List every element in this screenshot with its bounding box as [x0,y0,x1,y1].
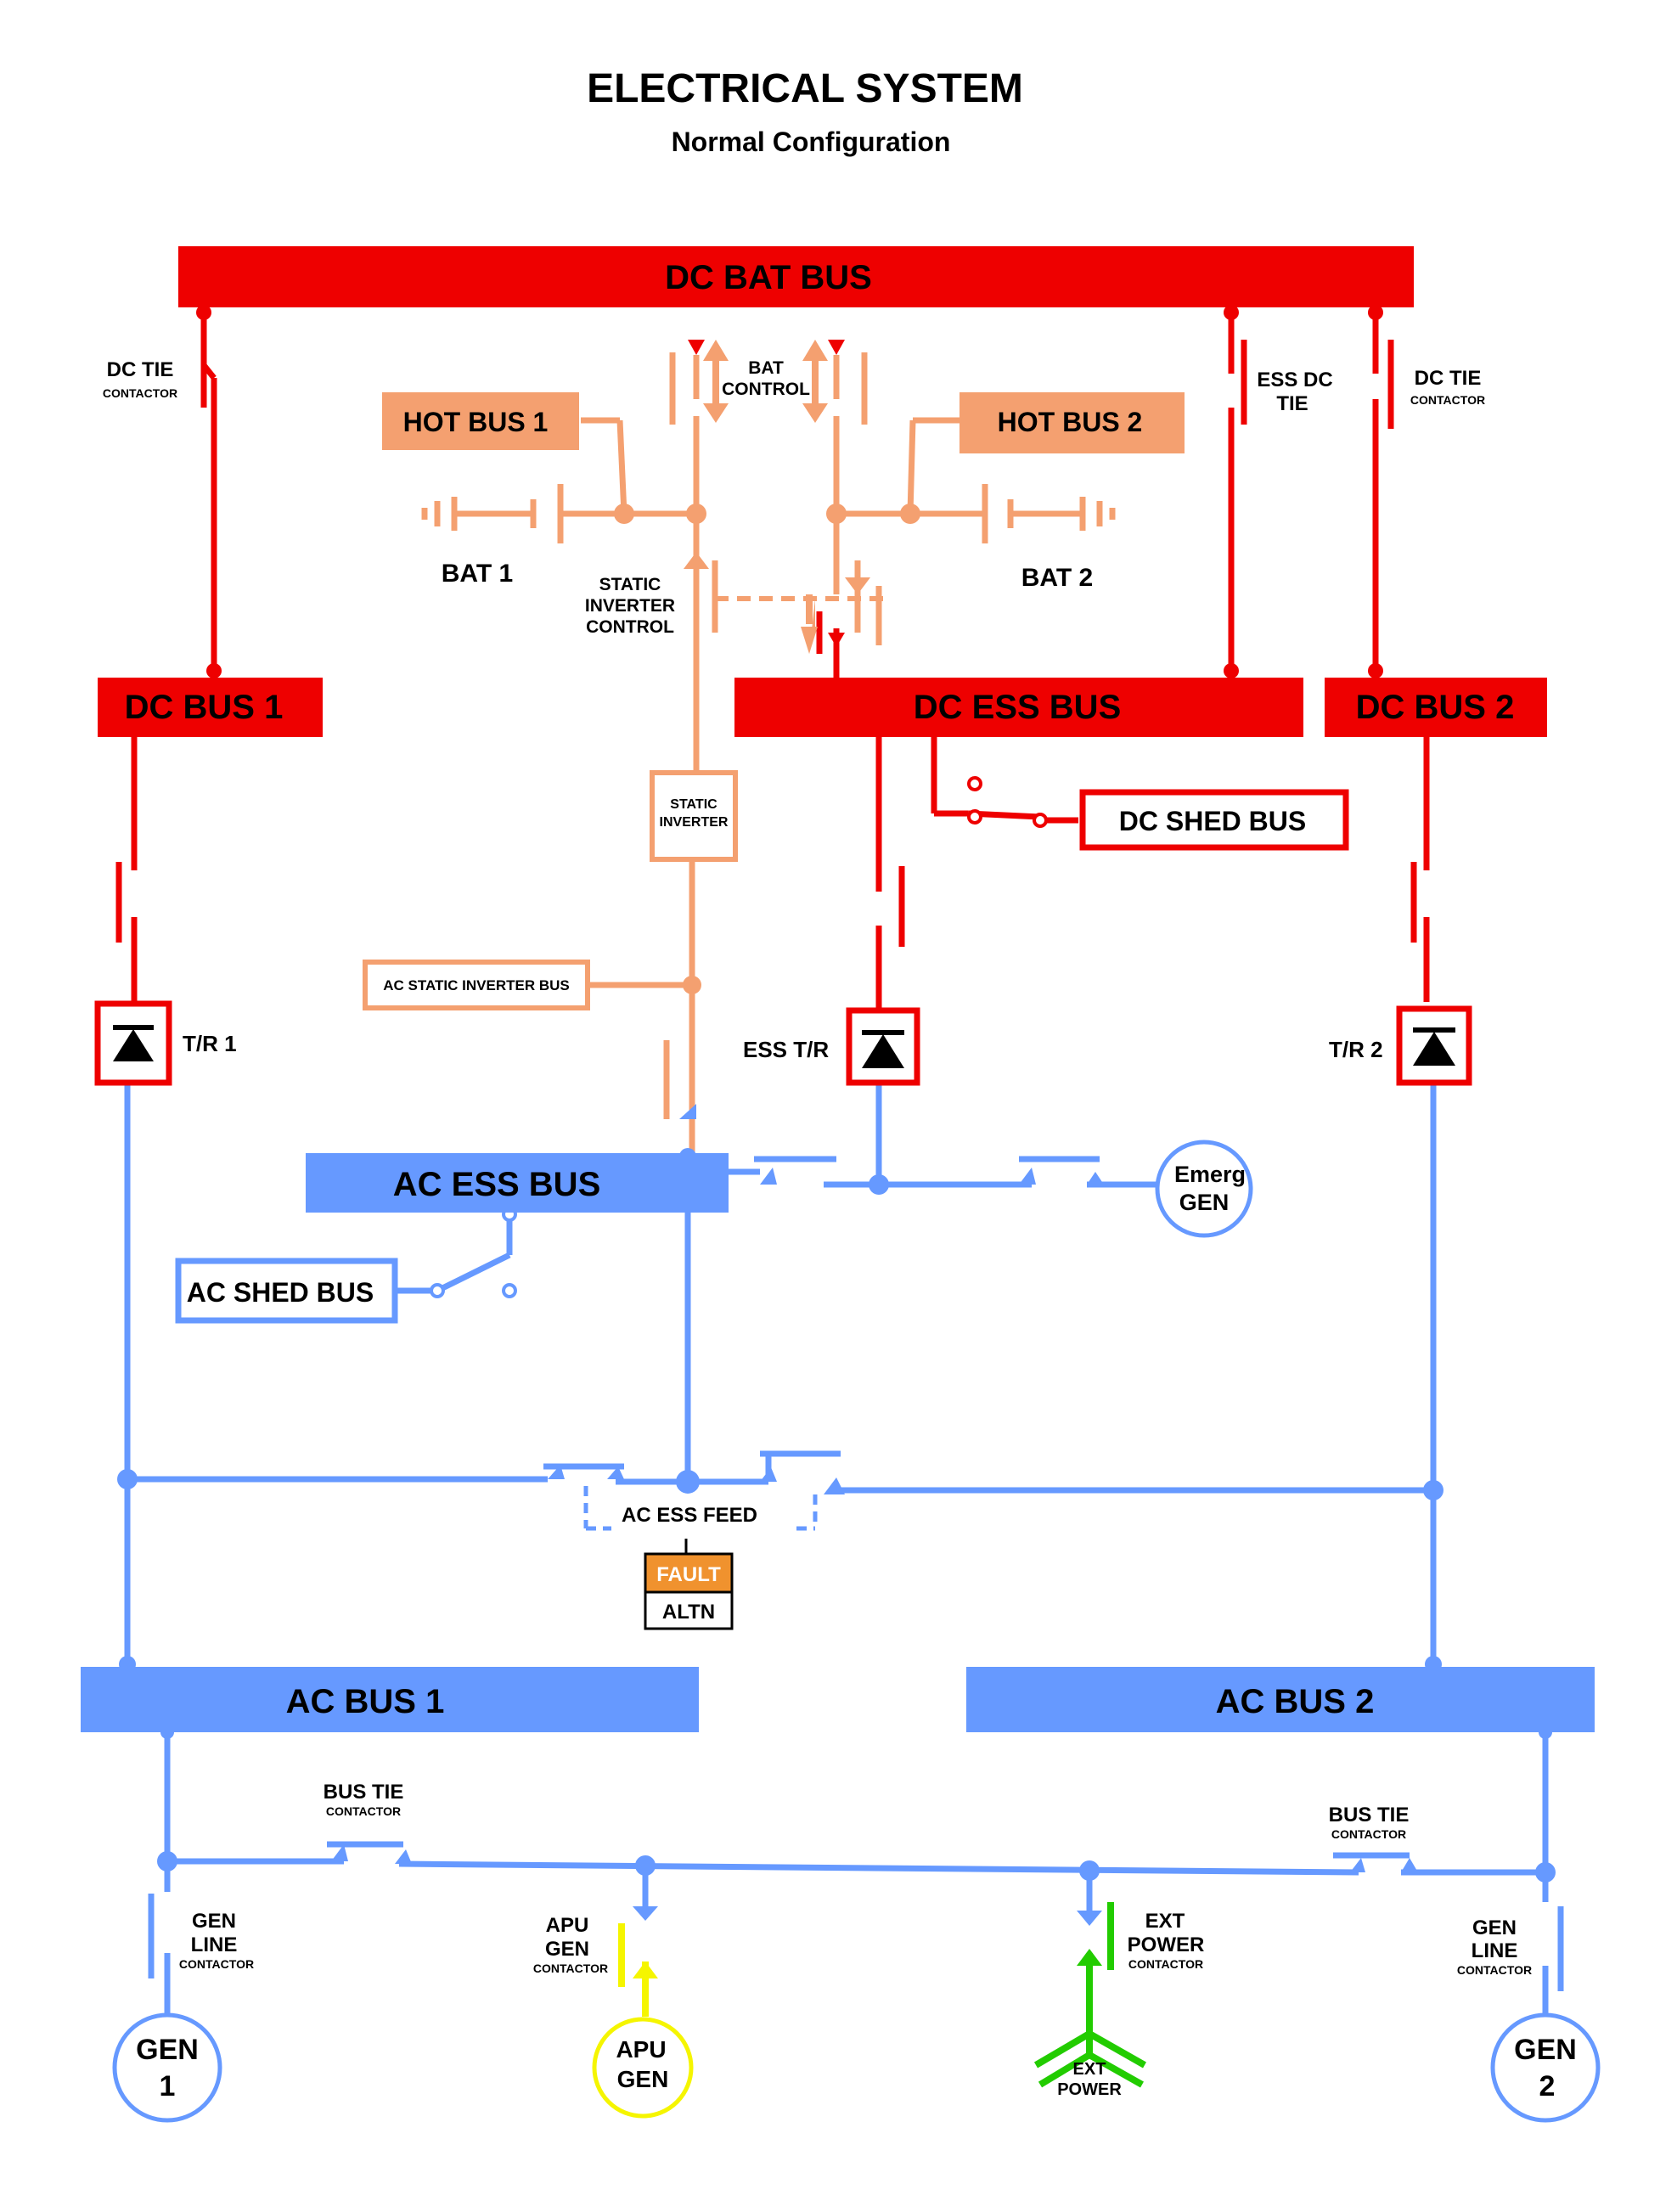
apu-gen-label-2: GEN [617,2066,669,2092]
apu-gen-contactor-label-1: APU [546,1914,589,1937]
dc-bus-2-label: DC BUS 2 [1356,689,1515,726]
apu-gen-label-1: APU [616,2036,666,2063]
tr-1-label: T/R 1 [183,1031,237,1056]
gen-1-label-2: 1 [160,2070,176,2102]
gen-1-label-1: GEN [136,2034,199,2066]
emerg-gen [1155,1140,1253,1238]
ess-dc-tie-label-2: TIE [1276,392,1308,415]
ac-dashed-feed [583,1486,818,1531]
tr-2-label: T/R 2 [1329,1037,1383,1062]
ess-dc-tie-label-1: ESS DC [1257,369,1332,391]
dc-tie-right-sub: CONTACTOR [1410,393,1485,407]
gen-line-right-label-2: LINE [1472,1939,1518,1962]
hot-bus-1 [382,392,579,450]
ac-bus-1 [81,1667,699,1732]
dc-bat-bus [178,246,1414,307]
dc-shed-bus-label: DC SHED BUS [1119,806,1306,836]
dc-bus-2 [1325,678,1547,737]
emerg-gen-label-1: Emerg [1174,1162,1246,1187]
dc-shed-bus [1079,789,1349,851]
gen-1 [112,2012,222,2123]
dc-tie-left-label: DC TIE [107,358,174,381]
altn-indicator[interactable] [644,1590,734,1630]
ext-power-contactor-sub: CONTACTOR [1128,1957,1203,1971]
ext-power-contactor-label-1: EXT [1145,1910,1185,1933]
dc-ess-bus-label: DC ESS BUS [914,689,1122,726]
diagram-title: ELECTRICAL SYSTEM [587,66,1023,111]
gen-line-left-sub: CONTACTOR [179,1957,254,1971]
ac-ess-bus [306,1153,729,1213]
static-inverter-label-1: STATIC [670,797,718,812]
dc-ess-bus [734,678,1303,737]
ess-tr-label: ESS T/R [743,1037,829,1062]
battery-junctions [614,504,920,994]
ac-shed-relay-contacts [430,1207,517,1298]
bus-tie-right-label: BUS TIE [1329,1804,1410,1826]
gen-2 [1490,2012,1601,2123]
ext-power-label-1: EXT [1073,2060,1106,2079]
gen-2-label-2: 2 [1539,2070,1556,2102]
altn-indicator-label: ALTN [662,1601,715,1624]
ac-bus-1-label: AC BUS 1 [286,1683,445,1720]
ac-ess-bus-label: AC ESS BUS [393,1166,601,1203]
emerg-gen-label-2: GEN [1179,1190,1230,1215]
gen-line-left-label-2: LINE [191,1933,238,1956]
gen-2-label-1: GEN [1514,2034,1577,2066]
apu-gen-contactor-label-2: GEN [545,1938,589,1961]
bus-tie-right-sub: CONTACTOR [1331,1827,1406,1841]
ac-bus-2-label: AC BUS 2 [1216,1683,1375,1720]
apu-gen-contactor-sub: CONTACTOR [533,1962,608,1975]
gen-line-right-label-1: GEN [1472,1917,1517,1939]
gen-line-right-sub: CONTACTOR [1457,1963,1532,1977]
ac-static-inverter-bus-label: AC STATIC INVERTER BUS [383,977,569,993]
bus-tie-left-label: BUS TIE [324,1781,404,1804]
ac-bus-2 [966,1667,1595,1732]
ac-static-inverter-bus [363,960,590,1010]
hot-bus-1-label: HOT BUS 1 [403,407,549,437]
bat-1-label: BAT 1 [442,560,513,588]
dc-bus-1 [98,678,323,737]
fault-indicator-label: FAULT [656,1563,721,1586]
ac-ess-feed-label: AC ESS FEED [622,1504,757,1527]
bat-control-label-1: BAT [748,358,784,378]
dc-tie-right-label: DC TIE [1415,367,1482,390]
sic-label-2: INVERTER [585,596,675,616]
hot-bus-2 [959,392,1185,453]
dc-wiring [115,304,1430,1010]
hot-bus-2-label: HOT BUS 2 [998,407,1143,437]
bat-control-label-2: CONTROL [722,380,810,399]
sic-label-3: CONTROL [586,617,674,637]
dc-bus-1-label: DC BUS 1 [125,689,284,726]
battery-wiring [421,352,1116,1172]
static-inverter [650,770,738,862]
ext-power-contactor-label-2: POWER [1128,1933,1205,1956]
tr-2-unit [1396,1005,1472,1086]
tr-1-unit [94,1000,172,1086]
dc-shed-relay-contacts [967,776,1048,828]
ext-line [1033,1902,1146,2088]
bat-control-arrows [703,340,828,624]
bat-2-label: BAT 2 [1021,564,1093,592]
dc-tie-left-sub: CONTACTOR [103,386,177,400]
ess-tr-unit [846,1007,920,1086]
gen-line-left-label-1: GEN [192,1910,236,1933]
ext-power-label-2: POWER [1057,2080,1122,2099]
ac-shed-bus-label: AC SHED BUS [187,1277,374,1308]
dc-bat-bus-label: DC BAT BUS [665,259,872,296]
diagram-subtitle: Normal Configuration [672,127,951,157]
bus-tie-left-sub: CONTACTOR [326,1804,401,1818]
sic-label-1: STATIC [599,575,661,594]
apu-contact-point [633,1962,658,1978]
apu-gen [592,2017,694,2119]
ac-shed-bus [175,1258,398,1324]
static-inverter-label-2: INVERTER [660,815,729,830]
dc-contact-points [196,305,1383,678]
ext-contact-point [1077,1949,1102,1966]
ac-wiring [124,1083,1564,2017]
